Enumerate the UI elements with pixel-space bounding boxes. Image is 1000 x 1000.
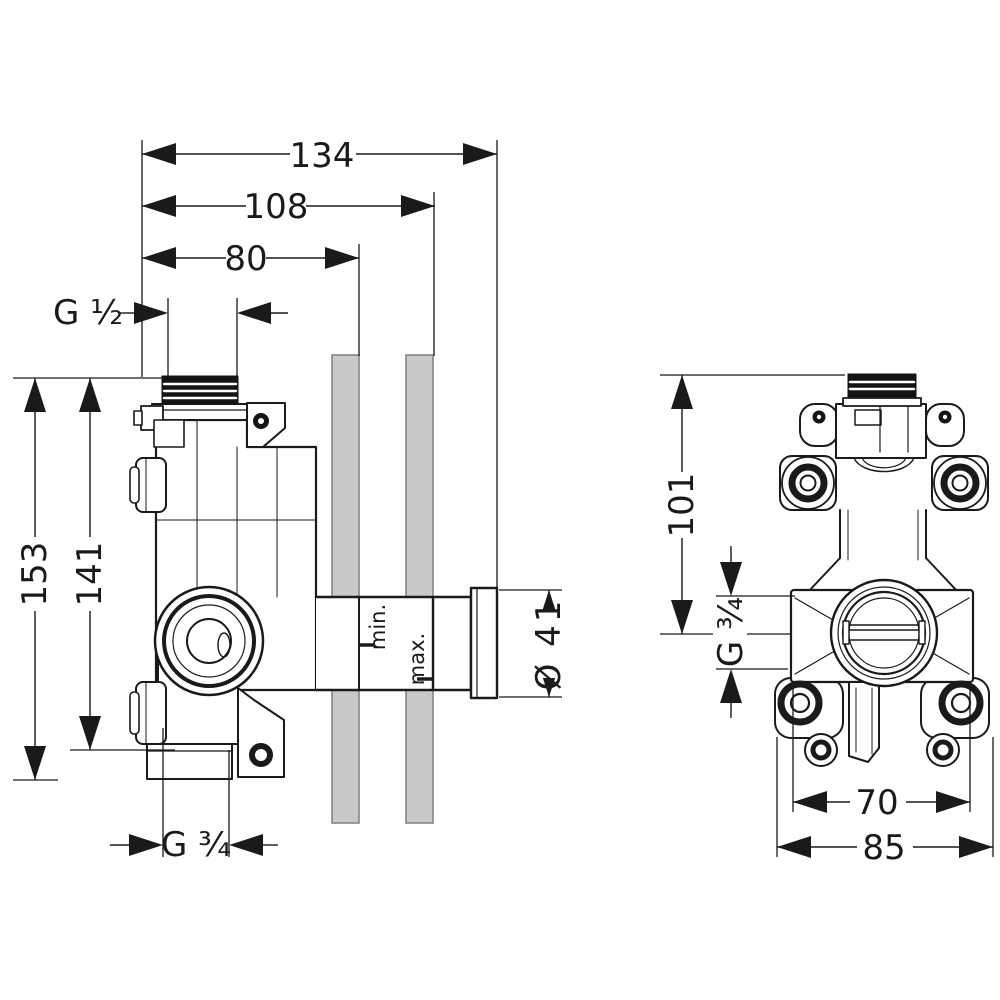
upper-ear-left: [799, 403, 839, 447]
wall-section-bars: [331, 354, 434, 824]
dim-label-g12: G ½: [53, 293, 123, 333]
dim-label-141: 141: [70, 542, 110, 607]
middle-column: [807, 509, 959, 593]
outlet-boss-side: [153, 585, 265, 697]
min-max-marks: [359, 643, 433, 681]
dimension-g34-front: [720, 546, 742, 718]
side-clamp-lower: [135, 681, 167, 745]
central-tab: [848, 681, 880, 763]
dimension-141: [73, 378, 107, 750]
outlet-circle-front: [829, 578, 939, 688]
side-view: [129, 375, 499, 780]
lower-ear-right: [926, 733, 960, 767]
lower-boss-left: [777, 680, 823, 726]
dim-label-101: 101: [662, 473, 702, 538]
dim-label-80: 80: [224, 239, 267, 279]
dimension-g34-side: [110, 834, 278, 856]
dimension-d41: [531, 590, 567, 697]
dimension-101: [665, 375, 699, 634]
dimension-85: [777, 833, 993, 863]
thread-top-front: [842, 373, 922, 407]
upper-ear-right: [925, 403, 965, 447]
dimension-lines: [13, 140, 994, 863]
dimension-labels: 134 108 80 G ½ 153 141 G ¾ Ø 41 min. max…: [15, 136, 906, 868]
thread-top: [161, 375, 239, 405]
dim-label-g34-front: G ¾: [711, 597, 751, 667]
bonnet: [151, 403, 249, 421]
dim-label-153: 153: [15, 542, 55, 607]
dim-label-85: 85: [862, 828, 905, 868]
dim-label-70: 70: [855, 783, 898, 823]
upper-boss-left: [781, 456, 835, 510]
lower-ear-left: [804, 733, 838, 767]
spout-collar: [469, 586, 499, 700]
dimension-153: [18, 378, 52, 780]
dim-label-134: 134: [290, 136, 355, 176]
extension-lines: [13, 140, 994, 857]
dim-label-d41: Ø 41: [529, 598, 569, 691]
dimension-108: [142, 192, 435, 222]
foot-plate: [146, 743, 233, 780]
dim-label-108: 108: [244, 187, 309, 227]
dim-label-g34-side: G ¾: [161, 825, 231, 865]
side-clamp-upper: [135, 457, 167, 513]
wall-min-label: min.: [366, 604, 390, 650]
foot-hole: [249, 743, 273, 767]
spout-pipe: [314, 595, 473, 692]
dimension-g12: [120, 302, 288, 324]
dimension-80: [142, 244, 359, 274]
dimension-134: [142, 140, 497, 170]
dimension-70: [793, 788, 970, 818]
wall-max-label: max.: [405, 633, 429, 685]
lower-boss-right: [938, 680, 984, 726]
front-view: [774, 373, 990, 767]
upper-boss-right: [933, 456, 987, 510]
